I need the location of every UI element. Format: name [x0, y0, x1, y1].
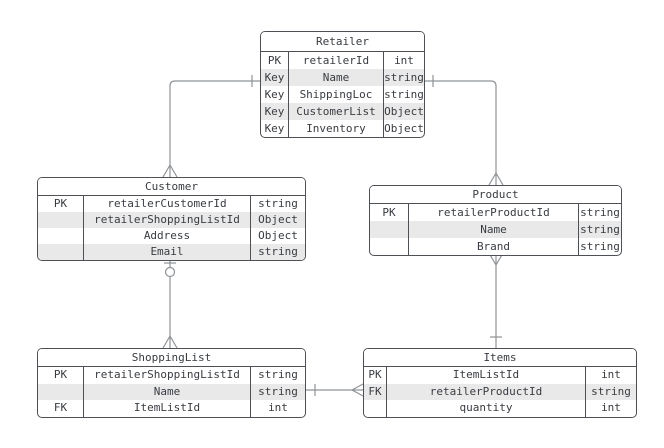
attribute-name-cell: retailerId [289, 52, 384, 69]
connector-line-icon [169, 80, 260, 165]
crow-foot-many-icon [162, 335, 178, 349]
attribute-type-cell: int [268, 401, 288, 415]
attribute-type-cell: string [258, 368, 298, 381]
entity-title: Retailer [261, 32, 424, 52]
key-cell: PK [38, 367, 84, 384]
attribute-name-cell: Name [84, 383, 251, 401]
attribute-type-cell: int [601, 368, 621, 381]
entity-title: Customer [38, 178, 305, 196]
entity-title: Items [364, 349, 636, 367]
attribute-type-cell: Object [258, 213, 298, 226]
relationship-product-items [488, 252, 504, 348]
key-cell: FK [38, 400, 84, 418]
attribute-name-cell: CustomerList [289, 103, 384, 120]
attribute-name-cell: Brand [409, 238, 579, 255]
attribute-name-cell: retailerShoppingListId [84, 212, 251, 228]
attribute-type-cell: string [258, 197, 298, 210]
attribute-row: Name string [38, 383, 305, 401]
attribute-name-cell: retailerCustomerId [84, 196, 251, 212]
key-cell: Key [261, 120, 289, 137]
key-cell: PK [38, 196, 84, 212]
attribute-type-cell: int [601, 401, 621, 415]
relationship-shoppinglist-items [306, 383, 364, 397]
attribute-name-cell: retailerShoppingListId [84, 367, 251, 384]
attribute-type-cell: string [258, 245, 298, 258]
attribute-row: Address Object [38, 228, 305, 244]
entity-title: Product [370, 186, 621, 204]
attribute-type-cell: Object [384, 122, 424, 135]
attribute-name-cell: Inventory [289, 120, 384, 137]
key-cell: Key [261, 69, 289, 86]
crow-foot-many-icon [488, 172, 504, 186]
key-cell [38, 383, 84, 401]
attribute-name-cell: retailerProductId [409, 204, 579, 221]
key-cell [38, 244, 84, 260]
key-cell [364, 400, 387, 418]
attribute-name-cell: quantity [387, 400, 586, 418]
relationship-customer-shoppinglist [162, 258, 178, 349]
crow-foot-many-icon [162, 164, 178, 178]
attribute-type-cell: string [258, 384, 298, 398]
connector-line-icon [425, 80, 497, 173]
zero-circle-icon [164, 266, 176, 278]
attribute-type-cell: string [591, 384, 631, 398]
attribute-row: retailerShoppingListId Object [38, 212, 305, 228]
attribute-type-cell: Object [258, 229, 298, 242]
attribute-row: Email string [38, 244, 305, 260]
attribute-type-cell: string [384, 71, 424, 84]
entity-title: ShoppingList [38, 349, 305, 367]
key-cell: FK [364, 383, 387, 401]
key-cell: Key [261, 103, 289, 120]
attribute-type-cell: string [580, 206, 620, 219]
attribute-name-cell: ItemListId [84, 400, 251, 418]
attribute-name-cell: ItemListId [387, 367, 586, 384]
key-cell [38, 212, 84, 228]
attribute-type-cell: Object [384, 105, 424, 118]
attribute-type-cell: int [394, 54, 414, 67]
attribute-type-cell: string [580, 223, 620, 236]
relationship-retailer-product [425, 75, 504, 186]
key-cell [38, 228, 84, 244]
attribute-type-cell: string [580, 240, 620, 253]
key-cell: PK [364, 367, 387, 384]
key-cell: Key [261, 86, 289, 103]
attribute-name-cell: Name [289, 69, 384, 86]
attribute-name-cell: retailerProductId [387, 383, 586, 401]
key-cell: PK [261, 52, 289, 69]
key-cell: PK [370, 204, 409, 221]
relationship-retailer-customer [162, 75, 260, 178]
attribute-row: quantity int [364, 400, 636, 418]
attribute-type-cell: string [384, 88, 424, 101]
attribute-name-cell: Name [409, 221, 579, 238]
key-cell [370, 238, 409, 255]
attribute-name-cell: Email [84, 244, 251, 260]
key-cell [370, 221, 409, 238]
attribute-name-cell: Address [84, 228, 251, 244]
crow-foot-many-icon [351, 383, 364, 397]
attribute-name-cell: ShippingLoc [289, 86, 384, 103]
